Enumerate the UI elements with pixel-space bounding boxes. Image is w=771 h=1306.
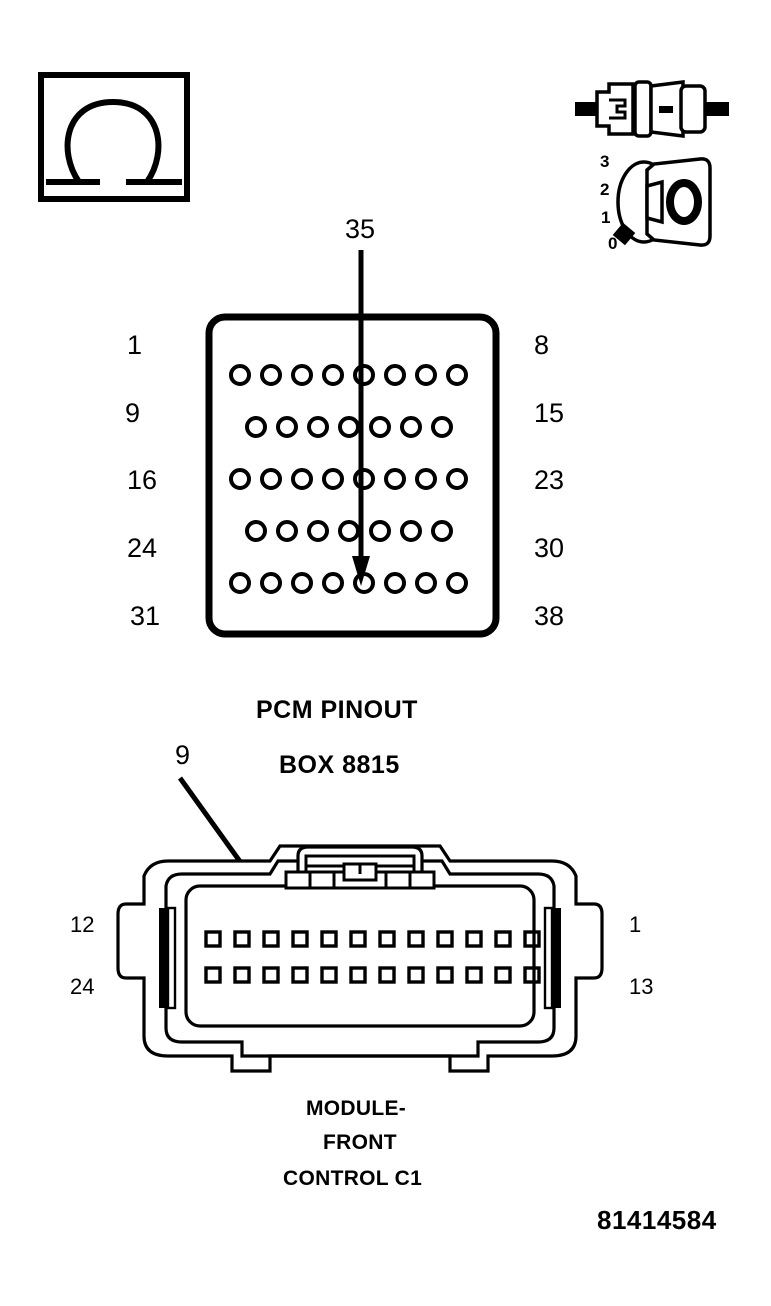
pcm-row-label-left-31: 31 [130, 601, 161, 631]
pcm-pinout-box-number: BOX 8815 [279, 751, 400, 779]
pcm-row-label-left-1: 1 [127, 330, 143, 360]
ohm-resistance-symbol-icon [38, 72, 190, 202]
pcm-pin-grid [205, 313, 500, 638]
rotary-switch-position-3: 3 [600, 152, 610, 171]
rotary-switch-icon [592, 148, 722, 256]
module-row-label-right-13: 13 [629, 974, 654, 999]
module-pin-grid [110, 828, 610, 1093]
module-row-label-left-24: 24 [70, 974, 95, 999]
module-caption-line-2: FRONT [323, 1131, 397, 1154]
module-row-label-right-1: 1 [629, 912, 642, 937]
rotary-switch-position-2: 2 [600, 180, 610, 199]
pcm-row-label-right-30: 30 [534, 533, 565, 563]
inline-connector-icon [575, 78, 730, 143]
pcm-connector-body [205, 313, 500, 638]
pcm-row-label-right-38: 38 [534, 601, 565, 631]
pcm-row-label-right-23: 23 [534, 465, 565, 495]
rotary-switch-position-1: 1 [601, 208, 611, 227]
module-callout-label-9: 9 [175, 740, 191, 770]
module-row-label-left-12: 12 [70, 912, 95, 937]
pcm-row-label-right-15: 15 [534, 398, 565, 428]
pcm-callout-label-35: 35 [345, 214, 376, 244]
pcm-row-label-left-16: 16 [127, 465, 158, 495]
rotary-switch-position-0: 0 [608, 234, 618, 253]
pcm-row-label-right-8: 8 [534, 330, 550, 360]
pcm-pinout-title: PCM PINOUT [256, 696, 418, 724]
pcm-row-label-left-9: 9 [125, 398, 141, 428]
module-caption-line-3: CONTROL C1 [283, 1167, 423, 1190]
part-number: 81414584 [597, 1205, 717, 1235]
module-caption-line-1: MODULE- [306, 1097, 407, 1120]
module-connector-body [110, 828, 610, 1093]
pcm-callout-arrow [350, 250, 380, 590]
pcm-row-label-left-24: 24 [127, 533, 158, 563]
